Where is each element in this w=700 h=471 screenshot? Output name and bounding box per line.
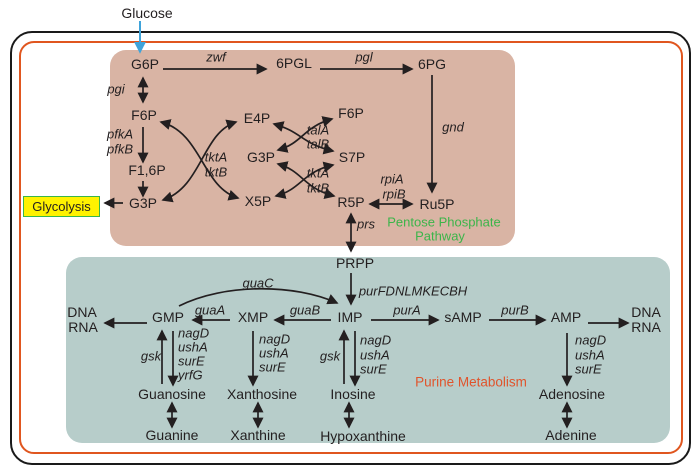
- enzyme-tktB-right: tktB: [306, 180, 330, 196]
- enzyme-guaA: guaA: [194, 302, 226, 318]
- enzyme-guaB: guaB: [289, 302, 321, 318]
- metabolite-inosine: Inosine: [330, 386, 376, 402]
- enzyme-tktA-right: tktA: [306, 165, 330, 181]
- enzyme-nagD-imp: nagD: [360, 332, 392, 348]
- enzyme-purB: purB: [501, 302, 529, 318]
- metabolite-samp: sAMP: [444, 309, 482, 325]
- metabolite-hypoxanthine: Hypoxanthine: [320, 428, 406, 444]
- metabolite-g6p: G6P: [130, 56, 160, 72]
- enzyme-prs: prs: [356, 216, 376, 232]
- metabolite-f6p-left: F6P: [131, 107, 157, 123]
- rna-right-label: RNA: [631, 319, 661, 335]
- enzyme-ushA-imp: ushA: [360, 347, 390, 363]
- metabolite-e4p: E4P: [243, 110, 271, 126]
- enzyme-pgl: pgl: [355, 49, 373, 65]
- enzyme-gnd: gnd: [442, 119, 464, 135]
- metabolite-g3p-mid: G3P: [246, 149, 276, 165]
- enzyme-guaC: guaC: [242, 275, 274, 291]
- metabolite-imp: IMP: [337, 309, 363, 325]
- metabolite-f6p-right: F6P: [338, 105, 364, 121]
- enzyme-tktB-left: tktB: [204, 164, 228, 180]
- arrow-tkt-right-2: [274, 161, 335, 199]
- enzyme-pur-operon: purFDNLMKECBH: [358, 283, 468, 299]
- outer-frame: [10, 31, 691, 465]
- enzyme-rpiB: rpiB: [382, 186, 406, 202]
- dna-right-label: DNA: [631, 304, 661, 320]
- metabolite-adenosine: Adenosine: [538, 386, 606, 402]
- metabolite-adenine: Adenine: [545, 427, 597, 443]
- glucose-label: Glucose: [121, 5, 173, 21]
- enzyme-surE-xmp: surE: [259, 359, 286, 375]
- metabolite-6pg: 6PG: [417, 56, 447, 72]
- enzyme-nagD-amp: nagD: [575, 332, 607, 348]
- rna-left-label: RNA: [68, 319, 98, 335]
- enzyme-surE-gmp: surE: [178, 353, 205, 369]
- enzyme-nagD-xmp: nagD: [259, 331, 291, 347]
- metabolite-xanthine: Xanthine: [230, 427, 286, 443]
- enzyme-talA: talA: [306, 122, 330, 138]
- metabolite-f16bp: F1,6P: [128, 162, 166, 178]
- enzyme-talB: talB: [306, 136, 330, 152]
- metabolite-x5p: X5P: [244, 193, 272, 209]
- glycolysis-box: Glycolysis: [23, 196, 100, 217]
- enzyme-surE-amp: surE: [575, 361, 602, 377]
- enzyme-gsk-gmp: gsk: [140, 348, 162, 364]
- purine-title: Purine Metabolism: [415, 374, 527, 390]
- enzyme-pfkA: pfkA: [106, 126, 134, 142]
- metabolite-xmp: XMP: [237, 309, 269, 325]
- metabolite-guanosine: Guanosine: [138, 386, 206, 402]
- enzyme-ushA-amp: ushA: [575, 347, 605, 363]
- metabolite-s7p: S7P: [338, 149, 366, 165]
- arrow-guaC: [178, 287, 339, 307]
- enzyme-ushA-gmp: ushA: [178, 339, 208, 355]
- enzyme-surE-imp: surE: [360, 361, 387, 377]
- metabolite-6pgl: 6PGL: [276, 55, 312, 71]
- metabolite-g3p-left: G3P: [128, 195, 158, 211]
- ppp-title-line2: Pathway: [415, 228, 465, 244]
- enzyme-purA: purA: [393, 302, 421, 318]
- enzyme-tktA-left: tktA: [204, 149, 228, 165]
- enzyme-yrfG-gmp: yrfG: [178, 367, 203, 383]
- arrow-tkt-left-2: [161, 119, 238, 203]
- dna-left-label: DNA: [67, 304, 97, 320]
- enzyme-gsk-imp: gsk: [319, 348, 341, 364]
- enzyme-zwf: zwf: [206, 49, 226, 65]
- metabolite-prpp: PRPP: [335, 255, 375, 271]
- metabolite-xanthosine: Xanthosine: [226, 386, 298, 402]
- metabolite-r5p: R5P: [337, 194, 365, 210]
- enzyme-nagD-gmp: nagD: [178, 325, 210, 341]
- metabolite-gmp: GMP: [152, 309, 184, 325]
- arrow-tal-2: [276, 116, 334, 153]
- ppp-title-line1: Pentose Phosphate: [387, 214, 501, 230]
- glycolysis-label: Glycolysis: [32, 199, 91, 214]
- metabolite-ru5p: Ru5P: [419, 196, 455, 212]
- metabolite-guanine: Guanine: [145, 427, 199, 443]
- enzyme-ushA-xmp: ushA: [259, 345, 289, 361]
- inner-frame: [19, 41, 683, 454]
- enzyme-rpiA: rpiA: [380, 171, 404, 187]
- enzyme-pgi: pgi: [107, 81, 125, 97]
- metabolite-amp: AMP: [550, 309, 582, 325]
- enzyme-pfkB: pfkB: [106, 141, 134, 157]
